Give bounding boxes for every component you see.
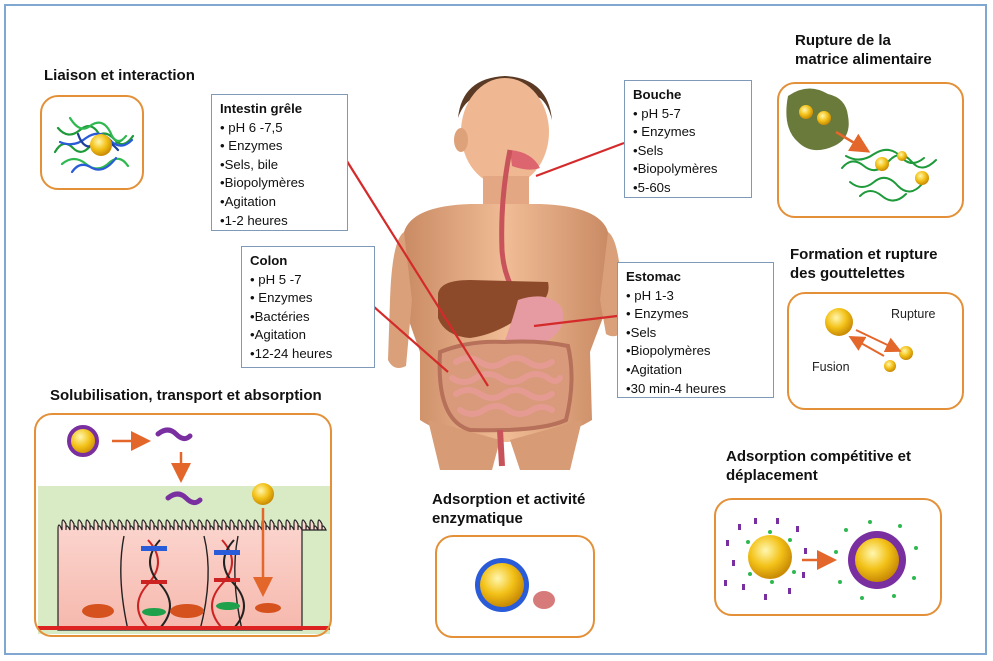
list-item: • pH 6 -7,5: [220, 119, 339, 138]
infobox-intestin: Intestin grêle • pH 6 -7,5 • Enzymes •Se…: [211, 94, 348, 231]
heading-liaison: Liaison et interaction: [44, 66, 195, 85]
list-item: •Agitation: [626, 361, 765, 380]
list-item: •5-60s: [633, 179, 743, 198]
label-fusion: Fusion: [812, 360, 850, 374]
list-item: •Sels: [626, 324, 765, 343]
infobox-estomac-title: Estomac: [626, 268, 765, 287]
list-item: • pH 5 -7: [250, 271, 366, 290]
list-item: •Agitation: [250, 326, 366, 345]
infobox-colon-list: • pH 5 -7 • Enzymes •Bactéries •Agitatio…: [250, 271, 366, 364]
panel-solubilisation: [34, 413, 332, 637]
list-item: •Sels: [633, 142, 743, 161]
panel-gouttelettes: [787, 292, 964, 410]
list-item: •1-2 heures: [220, 212, 339, 231]
infobox-estomac-list: • pH 1-3 • Enzymes •Sels •Biopolymères •…: [626, 287, 765, 399]
heading-gouttelettes: Formation et rupture des gouttelettes: [790, 245, 938, 283]
heading-rupture-line1: Rupture de la: [795, 32, 891, 49]
list-item: • Enzymes: [250, 289, 366, 308]
panel-enzymatique: [435, 535, 595, 638]
list-item: • pH 5-7: [633, 105, 743, 124]
infobox-bouche-title: Bouche: [633, 86, 743, 105]
list-item: •30 min-4 heures: [626, 380, 765, 399]
list-item: •Biopolymères: [626, 342, 765, 361]
panel-liaison: [40, 95, 144, 190]
list-item: • Enzymes: [633, 123, 743, 142]
heading-gouttelettes-line2: des gouttelettes: [790, 265, 905, 282]
list-item: •12-24 heures: [250, 345, 366, 364]
infobox-bouche: Bouche • pH 5-7 • Enzymes •Sels •Biopoly…: [624, 80, 752, 198]
infobox-intestin-list: • pH 6 -7,5 • Enzymes •Sels, bile •Biopo…: [220, 119, 339, 231]
human-body-illustration: [388, 76, 624, 470]
heading-enzymatique-line2: enzymatique: [432, 510, 523, 527]
connector-bouche: [536, 143, 624, 176]
infobox-bouche-list: • pH 5-7 • Enzymes •Sels •Biopolymères •…: [633, 105, 743, 198]
panel-rupture-matrice: [777, 82, 964, 218]
panel-competitive: [714, 498, 942, 616]
infobox-intestin-title: Intestin grêle: [220, 100, 339, 119]
heading-rupture-line2: matrice alimentaire: [795, 51, 932, 68]
list-item: •Biopolymères: [633, 160, 743, 179]
infobox-colon-title: Colon: [250, 252, 366, 271]
heading-competitive-line1: Adsorption compétitive et: [726, 448, 911, 465]
heading-solubilisation: Solubilisation, transport et absorption: [50, 386, 322, 405]
list-item: •Bactéries: [250, 308, 366, 327]
heading-competitive-line2: déplacement: [726, 467, 818, 484]
list-item: •Agitation: [220, 193, 339, 212]
label-rupture: Rupture: [891, 307, 935, 321]
heading-competitive: Adsorption compétitive et déplacement: [726, 447, 911, 485]
list-item: •Sels, bile: [220, 156, 339, 175]
list-item: • pH 1-3: [626, 287, 765, 306]
list-item: •Biopolymères: [220, 174, 339, 193]
infobox-colon: Colon • pH 5 -7 • Enzymes •Bactéries •Ag…: [241, 246, 375, 368]
heading-rupture-matrice: Rupture de la matrice alimentaire: [795, 31, 932, 69]
infobox-estomac: Estomac • pH 1-3 • Enzymes •Sels •Biopol…: [617, 262, 774, 398]
heading-enzymatique-line1: Adsorption et activité: [432, 491, 585, 508]
heading-gouttelettes-line1: Formation et rupture: [790, 246, 938, 263]
heading-enzymatique: Adsorption et activité enzymatique: [432, 490, 585, 528]
list-item: • Enzymes: [626, 305, 765, 324]
list-item: • Enzymes: [220, 137, 339, 156]
